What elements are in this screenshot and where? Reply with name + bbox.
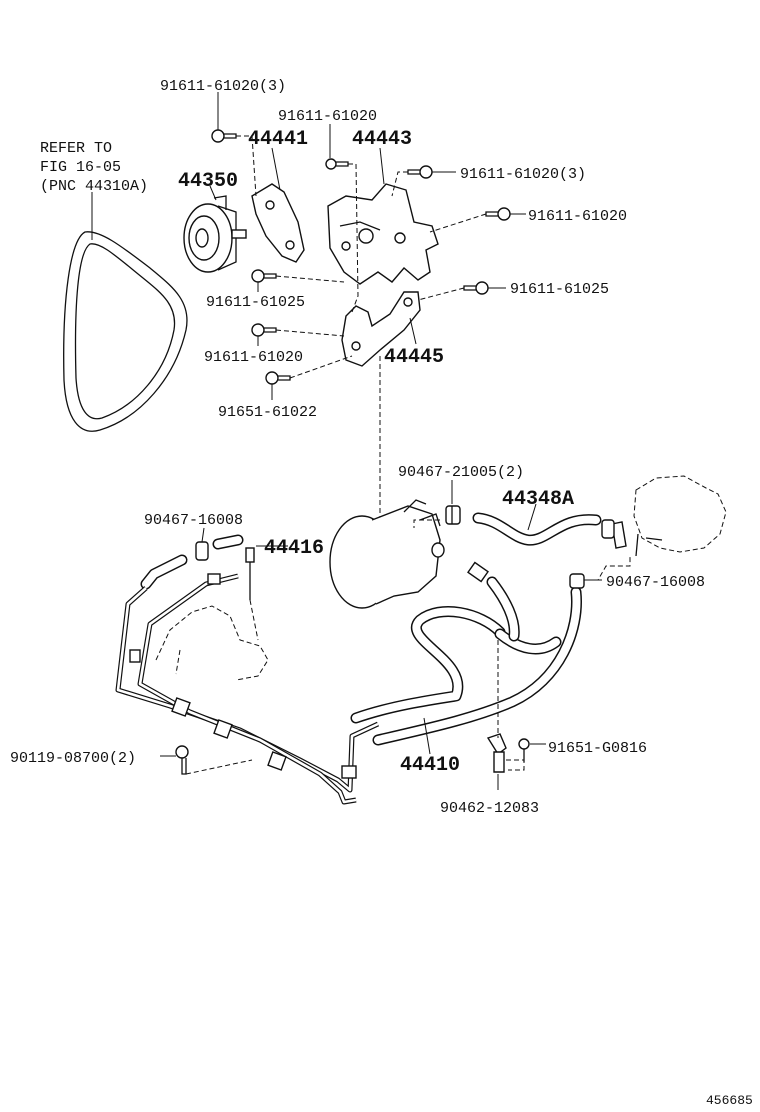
label-91611-61025-right: 91611-61025 (510, 281, 609, 298)
label-44441: 44441 (248, 128, 308, 151)
bolt-91611-61020-top (211, 129, 237, 143)
clamp-90462-12083 (486, 733, 507, 773)
label-44416: 44416 (264, 537, 324, 560)
bolt-91611-61025-left (251, 269, 277, 283)
label-44350: 44350 (178, 170, 238, 193)
label-44445: 44445 (384, 346, 444, 369)
label-91611-61020-3-top: 91611-61020(3) (160, 78, 286, 95)
figure-id: 456685 (706, 1093, 753, 1108)
label-91651-61022: 91651-61022 (218, 404, 317, 421)
bolt-91611-61025-right (463, 281, 489, 295)
reservoir (611, 475, 727, 557)
label-91611-61025-left: 91611-61025 (206, 294, 305, 311)
clamp-90467-21005 (445, 505, 461, 525)
hose-44348A (472, 512, 602, 546)
bracket-44443 (327, 183, 439, 285)
label-44443: 44443 (352, 128, 412, 151)
label-91611-61020-3-right: 91611-61020(3) (460, 166, 586, 183)
label-90119-08700-2: 90119-08700(2) (10, 750, 136, 767)
label-90467-16008-left: 90467-16008 (144, 512, 243, 529)
hose-44416 (140, 534, 244, 590)
clamp-90467-16008-left (195, 541, 209, 561)
bolt-90119-08700 (175, 745, 189, 775)
label-refer-line1: REFER TO (40, 140, 112, 157)
install-line-21005 (413, 519, 440, 528)
label-91651-G0816: 91651-G0816 (548, 740, 647, 757)
label-44410: 44410 (400, 754, 460, 777)
label-91611-61020-right: 91611-61020 (528, 208, 627, 225)
bolt-91611-61020-right-upper (407, 165, 433, 179)
install-line-G0816 (506, 759, 525, 771)
clamp-reservoir-side (601, 519, 615, 539)
install-line-08700 (185, 759, 253, 775)
label-refer-line2: FIG 16-05 (40, 159, 121, 176)
part-labels: 91611-61020(3) 91611-61020 44441 44443 R… (10, 78, 753, 1108)
label-91611-61020-left: 91611-61020 (204, 349, 303, 366)
pipe-assembly (115, 573, 380, 805)
label-refer-line3: (PNC 44310A) (40, 178, 148, 195)
drive-belt (63, 231, 188, 432)
clamp-90467-16008-right (569, 573, 585, 589)
fitting-pressure-upper (467, 561, 489, 583)
label-44348A: 44348A (502, 488, 574, 511)
bolt-91611-61020-center (325, 158, 349, 170)
bolt-91651-G0816 (518, 738, 530, 762)
label-90467-21005-2: 90467-21005(2) (398, 464, 524, 481)
label-90462-12083: 90462-12083 (440, 800, 539, 817)
bracket-44445 (341, 291, 421, 367)
fitting-44416 (245, 547, 259, 641)
install-lines-upper (236, 135, 487, 520)
label-90467-16008-right: 90467-16008 (606, 574, 705, 591)
leader-lines (91, 92, 602, 790)
pressure-hose-44410 (350, 576, 582, 746)
label-91611-61020-top: 91611-61020 (278, 108, 377, 125)
bolt-91651-61022 (265, 371, 291, 385)
engine-ghost (155, 605, 269, 681)
bolt-91611-61020-right (485, 207, 511, 221)
bolt-91611-61020-left (251, 323, 277, 337)
bracket-44441 (251, 183, 305, 263)
power-steering-pump (329, 499, 445, 609)
idler-pulley-44350 (183, 195, 247, 273)
